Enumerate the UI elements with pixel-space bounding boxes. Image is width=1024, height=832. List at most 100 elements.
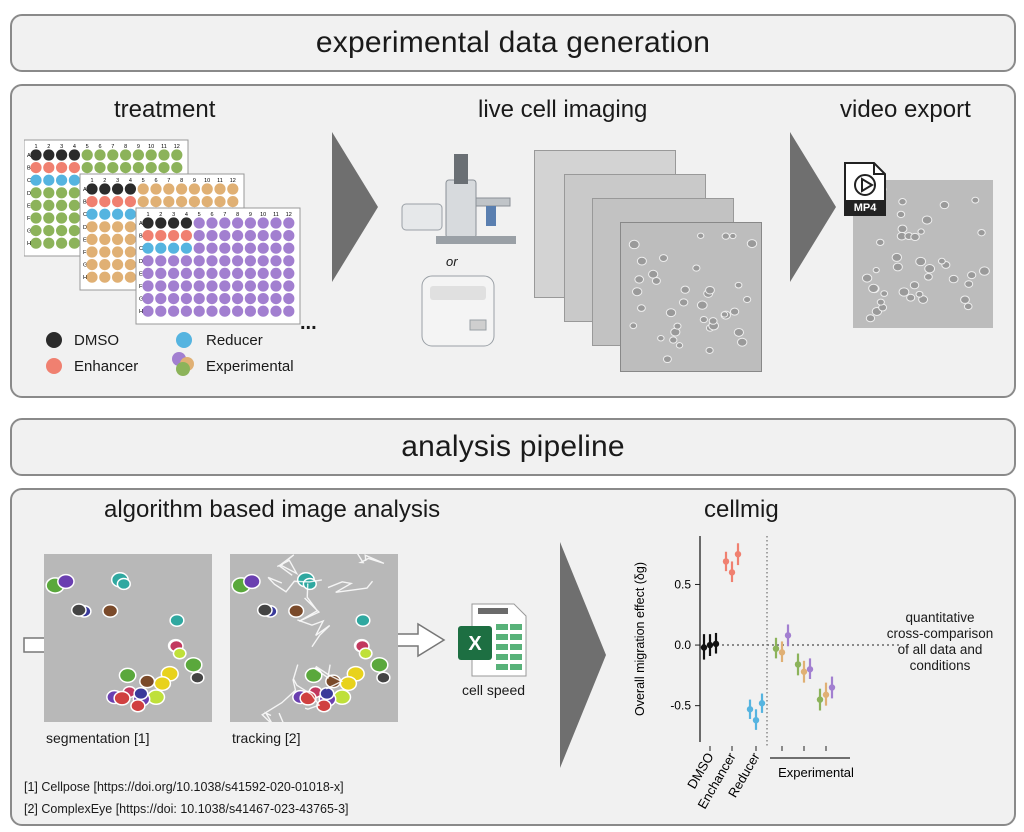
legend-experimental-label: Experimental <box>206 358 294 375</box>
cell <box>948 274 959 284</box>
well <box>257 217 269 229</box>
well <box>206 242 218 254</box>
plate-col-label: 4 <box>185 212 188 218</box>
plate-row-label: C <box>139 246 143 252</box>
well <box>188 196 200 208</box>
well <box>56 174 68 186</box>
cell <box>243 573 261 590</box>
plate-col-label: 8 <box>124 144 127 150</box>
well <box>68 187 80 199</box>
cell <box>963 302 973 311</box>
cell <box>705 285 715 295</box>
well <box>68 199 80 211</box>
well <box>120 162 132 174</box>
plate-row-label: F <box>139 284 143 290</box>
cell <box>169 613 185 628</box>
well <box>270 242 282 254</box>
well <box>227 183 239 195</box>
well <box>232 280 244 292</box>
well <box>283 217 295 229</box>
well <box>145 162 157 174</box>
plate-col-label: 4 <box>129 178 132 184</box>
data-point <box>784 632 792 639</box>
plate-row-label: F <box>83 250 87 256</box>
well <box>270 255 282 267</box>
plate-col-label: 8 <box>236 212 239 218</box>
cell <box>184 657 203 673</box>
side-note-line-4: conditions <box>909 658 971 673</box>
plate-row-label: A <box>139 221 143 227</box>
cell <box>118 667 137 684</box>
plate-col-label: 11 <box>273 212 279 218</box>
well <box>142 305 154 317</box>
cell <box>977 229 986 237</box>
side-note-line-2: cross-comparison <box>886 626 994 641</box>
well <box>99 233 111 245</box>
well <box>155 267 167 279</box>
track-path <box>276 554 299 576</box>
cell <box>130 699 146 713</box>
well <box>163 196 175 208</box>
well <box>94 162 106 174</box>
well <box>244 293 256 305</box>
cell <box>721 232 730 240</box>
cell <box>102 603 119 618</box>
well <box>155 242 167 254</box>
well <box>56 162 68 174</box>
well <box>99 221 111 233</box>
well <box>99 208 111 220</box>
well <box>107 149 119 161</box>
plate-row-label: H <box>83 275 87 281</box>
well <box>171 162 183 174</box>
well <box>168 267 180 279</box>
well <box>244 242 256 254</box>
plate-col-label: 6 <box>98 144 101 150</box>
cell <box>675 342 684 349</box>
well <box>132 162 144 174</box>
well <box>30 187 42 199</box>
well <box>112 233 124 245</box>
well <box>244 217 256 229</box>
data-point <box>822 691 830 698</box>
well <box>219 293 231 305</box>
cell <box>699 316 708 324</box>
well <box>30 225 42 237</box>
well <box>107 162 119 174</box>
banner-analysis-pipeline: analysis pipeline <box>10 418 1016 476</box>
plate-row-label: C <box>27 178 31 184</box>
segmentation-image <box>44 554 212 722</box>
well <box>283 305 295 317</box>
plate-col-label: 7 <box>111 144 114 150</box>
cell <box>669 336 678 344</box>
well <box>86 259 98 271</box>
plate-col-label: 3 <box>116 178 119 184</box>
plate-col-label: 9 <box>137 144 140 150</box>
plate-col-label: 12 <box>230 178 236 184</box>
track-path <box>298 583 321 622</box>
plate-col-label: 10 <box>260 212 266 218</box>
well <box>43 149 55 161</box>
or-label: or <box>446 254 458 269</box>
well <box>180 280 192 292</box>
well <box>124 259 136 271</box>
well <box>86 246 98 258</box>
well <box>176 183 188 195</box>
well <box>214 183 226 195</box>
plate-col-label: 1 <box>34 144 37 150</box>
well <box>81 162 93 174</box>
cell <box>906 293 916 302</box>
legend-reducer-swatch <box>176 332 192 348</box>
cell <box>979 266 990 276</box>
well <box>68 149 80 161</box>
well <box>68 162 80 174</box>
legend-reducer-label: Reducer <box>206 332 263 349</box>
cell <box>876 238 885 246</box>
well <box>43 199 55 211</box>
cell <box>898 198 907 206</box>
well <box>30 149 42 161</box>
well <box>155 280 167 292</box>
well <box>43 174 55 186</box>
plate-col-label: 11 <box>161 144 167 150</box>
cell <box>915 256 927 267</box>
